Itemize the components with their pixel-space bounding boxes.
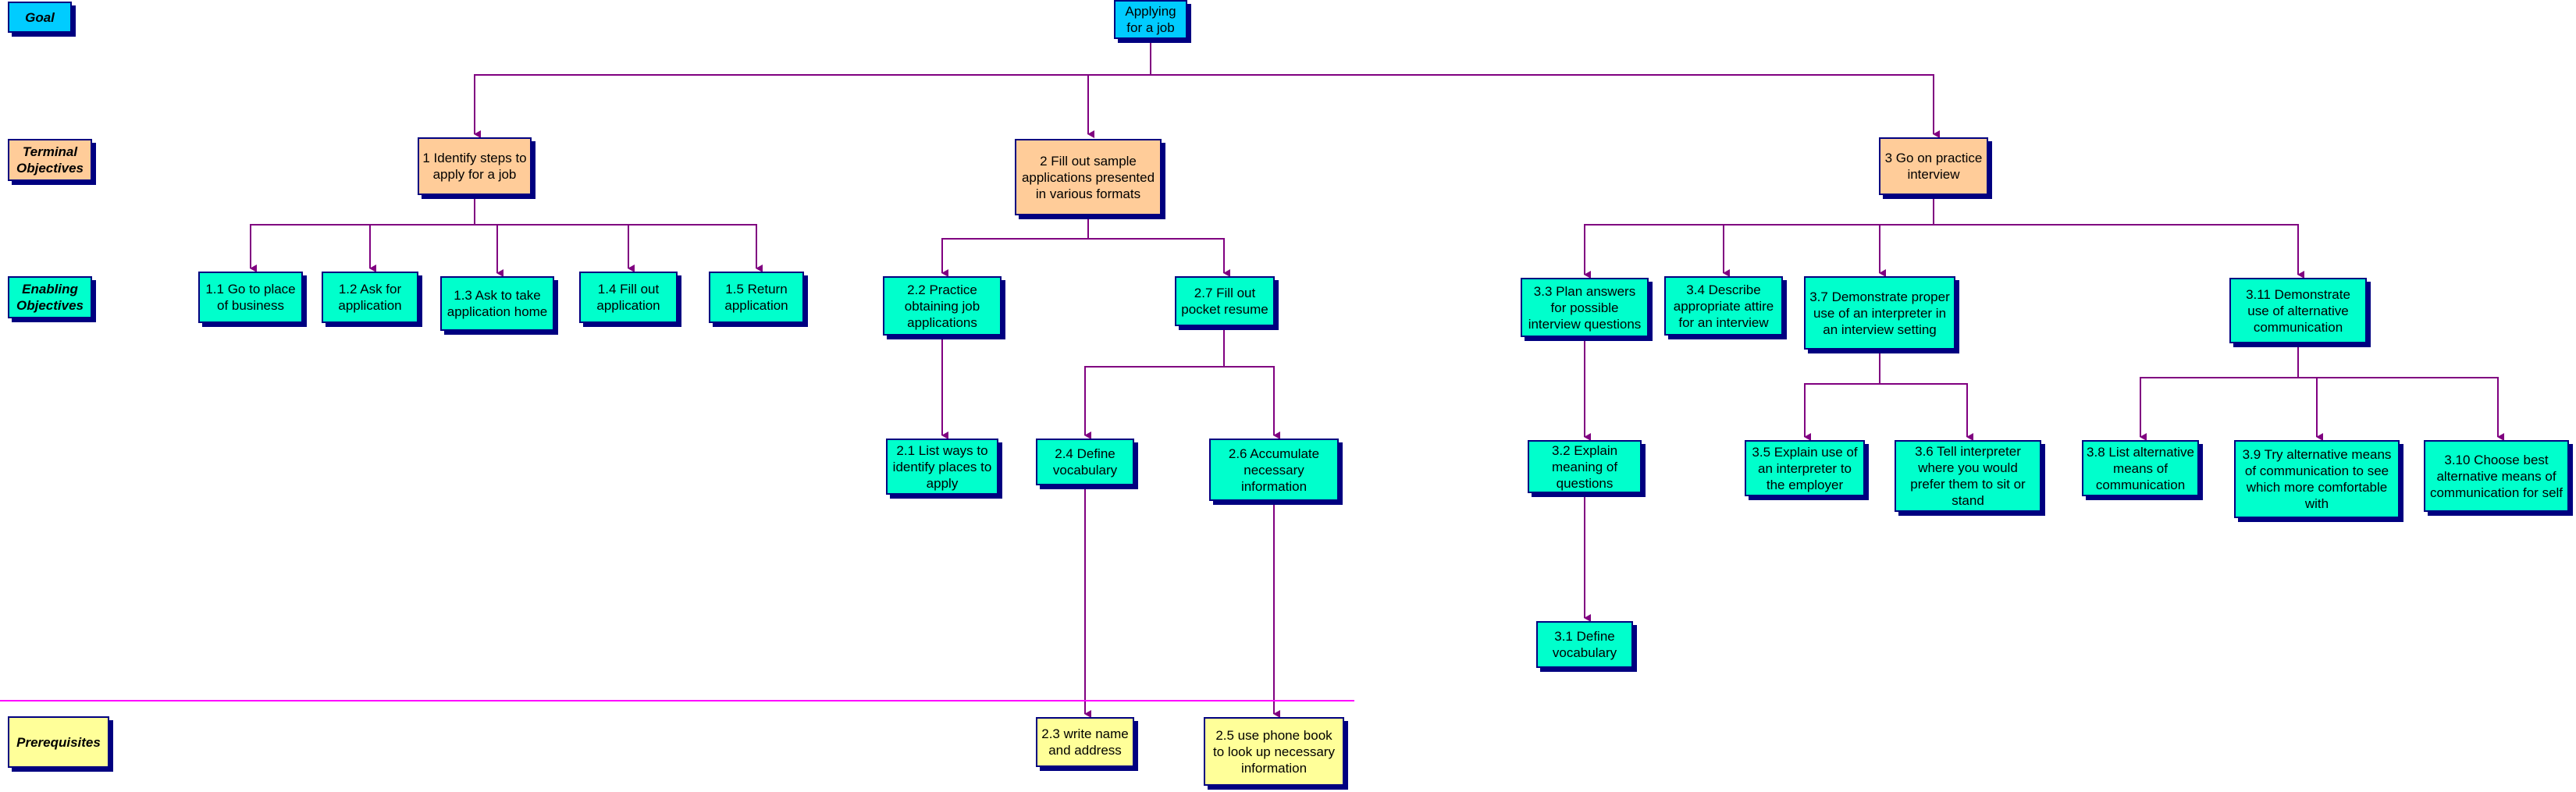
row-label-terminal-objectives: Terminal Objectives [8,139,92,181]
row-label-goal: Goal [8,2,72,33]
connector-t2-e2-7 [1088,238,1230,277]
terminal-objective-1: 1 Identify steps to apply for a job [418,137,532,195]
row-label-prerequisites: Prerequisites [8,716,109,768]
enabling-objective-1-5: 1.5 Return application [709,272,804,323]
enabling-objective-3-9: 3.9 Try alternative means of communicati… [2234,440,2400,518]
enabling-objective-3-2: 3.2 Explain meaning of questions [1528,440,1642,493]
connector-t1-e1-1 [250,195,475,272]
connector-e2-7-e2-4 [1084,326,1225,439]
enabling-objective-3-10: 3.10 Choose best alternative means of co… [2424,440,2569,512]
goal-node: Applying for a job [1114,0,1187,39]
enabling-objective-3-6: 3.6 Tell interpreter where you would pre… [1895,440,2041,512]
connector-e3-7-e3-6 [1880,383,1973,441]
enabling-objective-1-4: 1.4 Fill out application [579,272,678,323]
enabling-objective-2-6: 2.6 Accumulate necessary information [1209,439,1339,501]
enabling-objective-3-5: 3.5 Explain use of an interpreter to the… [1745,440,1865,496]
connector-e2-7-e2-6 [1224,366,1280,439]
enabling-objective-3-3: 3.3 Plan answers for possible interview … [1521,278,1649,337]
connector-goal-t1 [474,39,1151,138]
enabling-objective-3-8: 3.8 List alternative means of communicat… [2082,440,2199,496]
connector-t2-e2-2 [941,215,1089,277]
enabling-objective-2-4: 2.4 Define vocabulary [1036,439,1134,485]
terminal-objective-3: 3 Go on practice interview [1879,137,1988,195]
enabling-objective-3-11: 3.11 Demonstrate use of alternative comm… [2229,278,2367,343]
enabling-objective-3-7: 3.7 Demonstrate proper use of an interpr… [1804,276,1955,350]
enabling-objective-2-7: 2.7 Fill out pocket resume [1175,276,1275,326]
enabling-objective-1-2: 1.2 Ask for application [322,272,418,323]
connector-e3-7-e3-5 [1804,350,1880,441]
enabling-objective-1-1: 1.1 Go to place of business [198,272,303,323]
enabling-objective-2-1: 2.1 List ways to identify places to appl… [886,439,998,495]
enabling-objective-2-2: 2.2 Practice obtaining job applications [883,276,1002,336]
enabling-objective-3-1: 3.1 Define vocabulary [1536,621,1633,668]
connector-t3-e3-3 [1584,195,1934,279]
connector-goal-t3 [1151,74,1940,138]
prerequisite-2-3: 2.3 write name and address [1036,717,1134,767]
enabling-objective-1-3: 1.3 Ask to take application home [440,276,554,331]
connector-e3-11-e3-10 [2298,377,2504,441]
connector-e3-11-e3-8 [2140,343,2299,441]
terminal-objective-2: 2 Fill out sample applications presented… [1015,139,1162,215]
prerequisite-2-5: 2.5 use phone book to look up necessary … [1204,717,1344,786]
connector-t1-e1-5 [475,224,763,272]
enabling-objective-3-4: 3.4 Describe appropriate attire for an i… [1664,276,1783,336]
row-label-enabling-objectives: Enabling Objectives [8,276,92,318]
connector-t3-e3-11 [1934,224,2304,279]
